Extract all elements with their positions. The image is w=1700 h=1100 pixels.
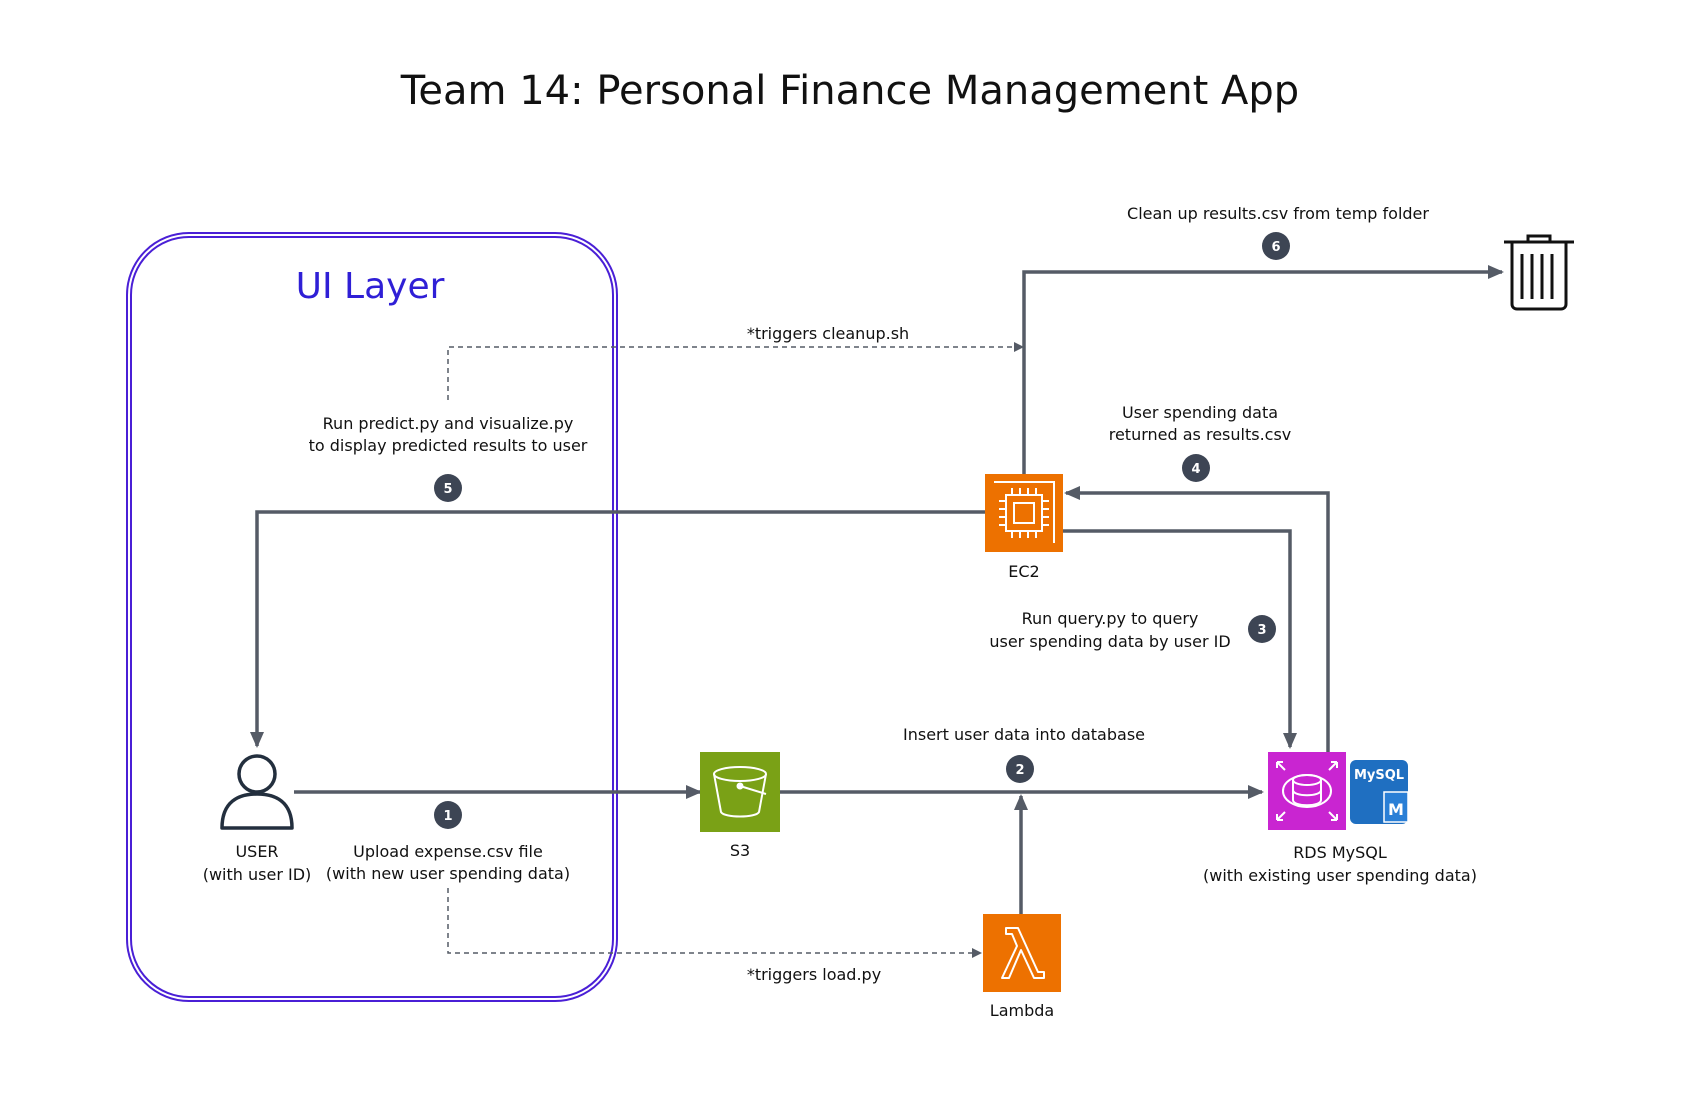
arrow-ec2-to-rds xyxy=(1062,529,1297,749)
rds-label: RDS MySQL xyxy=(1293,843,1387,862)
arrow-ec2-to-user xyxy=(250,510,985,748)
step-2-badge xyxy=(1006,755,1034,783)
s3-label: S3 xyxy=(730,841,750,860)
step-5-group: Run predict.py and visualize.py to displ… xyxy=(309,414,588,502)
step-3-group: Run query.py to query user spending data… xyxy=(989,609,1276,651)
step-5-label-line-2: to display predicted results to user xyxy=(309,436,588,455)
database-icon xyxy=(1276,761,1338,821)
step-3-label-line-1: Run query.py to query xyxy=(1022,609,1199,628)
chip-icon xyxy=(994,481,1055,543)
trash-icon xyxy=(1504,234,1574,311)
step-3-badge xyxy=(1248,615,1276,643)
step-3-label-line-2: user spending data by user ID xyxy=(989,632,1230,651)
step-4-label-line-2: returned as results.csv xyxy=(1109,425,1292,444)
step-1-number: 1 xyxy=(443,809,452,824)
s3-icon-bg xyxy=(700,752,780,832)
s3-node: S3 xyxy=(700,752,780,860)
mysql-badge-icon: MySQL M xyxy=(1350,760,1409,824)
mysql-badge-text: MySQL xyxy=(1354,768,1404,783)
user-icon xyxy=(220,754,294,830)
rds-sublabel: (with existing user spending data) xyxy=(1203,866,1477,885)
step-2-number: 2 xyxy=(1015,763,1024,778)
step-5-badge xyxy=(434,474,462,502)
lambda-icon xyxy=(1001,927,1045,979)
ec2-node: EC2 xyxy=(985,474,1063,581)
user-sublabel: (with user ID) xyxy=(203,865,312,884)
step-4-group: User spending data returned as results.c… xyxy=(1109,403,1292,482)
mysql-badge-letter: M xyxy=(1388,800,1404,819)
arrow-ec2-to-trash xyxy=(1022,265,1504,474)
step-5-label-line-1: Run predict.py and visualize.py xyxy=(323,414,574,433)
step-1-label-line-2: (with new user spending data) xyxy=(326,864,570,883)
step-6-number: 6 xyxy=(1271,240,1280,255)
step-1-group: 1 Upload expense.csv file (with new user… xyxy=(326,801,570,883)
trigger-load-label: *triggers load.py xyxy=(747,965,881,984)
step-6-group: Clean up results.csv from temp folder 6 xyxy=(1127,204,1429,260)
ec2-label: EC2 xyxy=(1008,562,1039,581)
ui-layer-label: UI Layer xyxy=(296,266,445,307)
bucket-icon xyxy=(713,766,767,818)
dashed-trigger-cleanup xyxy=(447,342,1024,400)
step-4-label-line-1: User spending data xyxy=(1122,403,1278,422)
step-4-badge xyxy=(1182,454,1210,482)
diagram-title: Team 14: Personal Finance Management App xyxy=(400,68,1299,114)
rds-node: MySQL M RDS MySQL (with existing user sp… xyxy=(1203,752,1477,885)
step-2-group: Insert user data into database 2 xyxy=(903,725,1145,783)
ui-layer-container: UI Layer xyxy=(126,232,618,1002)
step-4-number: 4 xyxy=(1191,462,1200,477)
step-1-label-line-1: Upload expense.csv file xyxy=(353,842,543,861)
dashed-trigger-load xyxy=(447,888,982,958)
user-label: USER xyxy=(235,842,278,861)
lambda-label: Lambda xyxy=(990,1001,1054,1020)
trigger-cleanup-label: *triggers cleanup.sh xyxy=(747,324,909,343)
step-2-label-line-1: Insert user data into database xyxy=(903,725,1145,744)
step-1-badge xyxy=(434,801,462,829)
step-6-badge xyxy=(1262,232,1290,260)
ec2-icon-bg xyxy=(985,474,1063,552)
lambda-node: Lambda xyxy=(983,914,1061,1020)
step-3-number: 3 xyxy=(1257,623,1266,638)
user-node: USER (with user ID) xyxy=(203,754,312,884)
step-5-number: 5 xyxy=(443,482,452,497)
arrow-rds-to-ec2 xyxy=(1064,486,1330,752)
step-6-label-line-1: Clean up results.csv from temp folder xyxy=(1127,204,1429,223)
